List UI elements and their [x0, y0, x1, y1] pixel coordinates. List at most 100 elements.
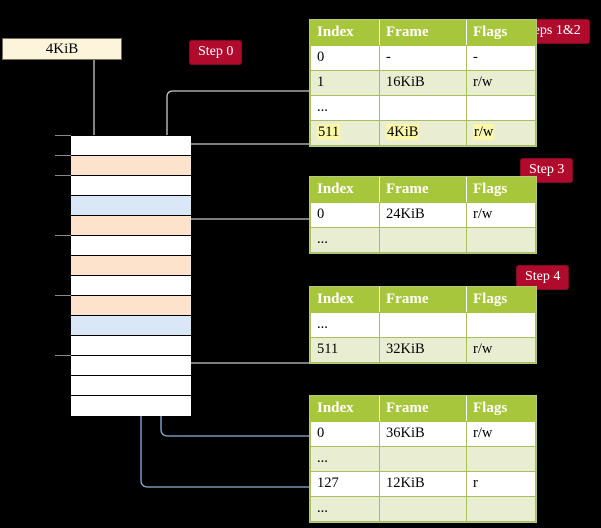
memory-frame-block: [71, 236, 191, 256]
column-header-flags: Flags: [466, 20, 536, 46]
table-header-row: Index Frame Flags: [310, 20, 536, 46]
memory-frame-block: [71, 156, 191, 176]
memory-frame-block: [71, 356, 191, 376]
memory-frame-block: [71, 376, 191, 396]
column-header-index: Index: [310, 396, 380, 422]
column-header-flags: Flags: [466, 287, 536, 313]
table-header-row: Index Frame Flags: [310, 287, 536, 313]
pte-frame: 4KiB: [379, 120, 467, 146]
memory-frame-block: [71, 336, 191, 356]
pte-index: ...: [310, 95, 380, 121]
column-header-frame: Frame: [379, 177, 467, 203]
pte-flags: r/w: [466, 120, 536, 146]
memory-tick: [55, 135, 71, 136]
highlighted-value: 4KiB: [386, 124, 420, 140]
pte-flags: -: [466, 45, 536, 71]
memory-tick: [55, 295, 71, 296]
table-header-row: Index Frame Flags: [310, 396, 536, 422]
pte-frame: 32KiB: [379, 337, 467, 363]
memory-frame-block: [71, 296, 191, 316]
pte-index: 0: [310, 421, 380, 447]
memory-frame-block: [71, 176, 191, 196]
pte-index: ...: [310, 227, 380, 253]
memory-frame-block: [71, 256, 191, 276]
pte-index: 511: [310, 120, 380, 146]
table-row: ...: [310, 95, 536, 121]
badge-step-0: Step 0: [189, 40, 243, 65]
pte-frame: [379, 227, 467, 253]
table-row: ...: [310, 312, 536, 338]
column-header-flags: Flags: [466, 396, 536, 422]
pte-frame: [379, 312, 467, 338]
highlighted-value: 511: [317, 124, 341, 140]
memory-frame-block: [71, 276, 191, 296]
table-row: 511 4KiB r/w: [310, 120, 536, 146]
table-row: 0--: [310, 45, 536, 71]
pte-frame: 12KiB: [379, 471, 467, 497]
table-header-row: Index Frame Flags: [310, 177, 536, 203]
pte-flags: [466, 446, 536, 472]
memory-tick: [55, 175, 71, 176]
source-frame-box: 4KiB: [2, 38, 122, 60]
highlighted-value: r/w: [473, 124, 495, 140]
column-header-index: Index: [310, 177, 380, 203]
memory-frame-block: [71, 216, 191, 236]
pte-index: ...: [310, 496, 380, 522]
column-header-index: Index: [310, 287, 380, 313]
pte-frame: 36KiB: [379, 421, 467, 447]
pte-index: ...: [310, 312, 380, 338]
pte-frame: [379, 446, 467, 472]
pte-index: 127: [310, 471, 380, 497]
pte-flags: [466, 496, 536, 522]
memory-tick: [55, 355, 71, 356]
column-header-frame: Frame: [379, 396, 467, 422]
memory-tick: [55, 235, 71, 236]
pte-index: ...: [310, 446, 380, 472]
pte-frame: 16KiB: [379, 70, 467, 96]
column-header-index: Index: [310, 20, 380, 46]
pte-index: 0: [310, 202, 380, 228]
memory-frame-block: [71, 136, 191, 156]
pte-flags: r/w: [466, 421, 536, 447]
pte-flags: r/w: [466, 70, 536, 96]
memory-tick: [55, 155, 71, 156]
pte-frame: -: [379, 45, 467, 71]
pte-flags: [466, 312, 536, 338]
pte-flags: [466, 95, 536, 121]
column-header-flags: Flags: [466, 177, 536, 203]
pte-frame: 24KiB: [379, 202, 467, 228]
table-row: ...: [310, 227, 536, 253]
badge-step-4: Step 4: [516, 265, 570, 290]
memory-frame-block: [71, 396, 191, 416]
column-header-frame: Frame: [379, 287, 467, 313]
physical-memory-column: [70, 135, 191, 416]
memory-frame-block: [71, 316, 191, 336]
pte-frame: [379, 95, 467, 121]
pte-flags: [466, 227, 536, 253]
table-row: ...: [310, 446, 536, 472]
pte-flags: r/w: [466, 337, 536, 363]
pte-index: 1: [310, 70, 380, 96]
table-row: ...: [310, 496, 536, 522]
pte-flags: r/w: [466, 202, 536, 228]
pte-index: 0: [310, 45, 380, 71]
pte-index: 511: [310, 337, 380, 363]
column-header-frame: Frame: [379, 20, 467, 46]
source-frame-label: 4KiB: [45, 40, 79, 57]
pte-frame: [379, 496, 467, 522]
pte-flags: r: [466, 471, 536, 497]
